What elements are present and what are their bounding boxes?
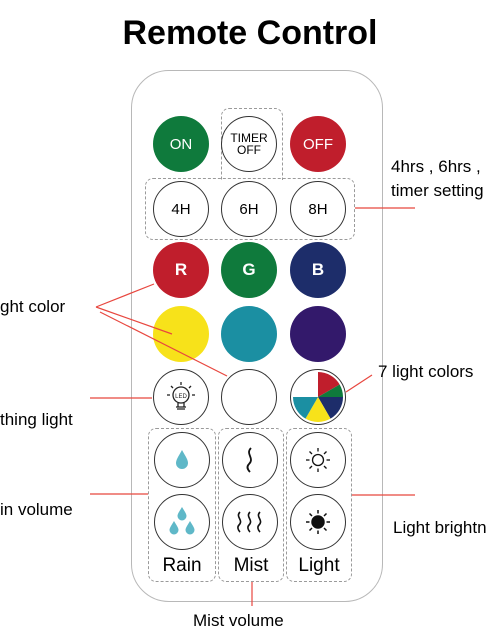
light-high-button[interactable] <box>290 494 346 550</box>
brightness-annotation: Light brightn <box>393 518 487 537</box>
timer-off-label-1: TIMER <box>230 131 268 145</box>
white-color-button[interactable] <box>221 369 277 425</box>
color-wheel-icon <box>293 372 343 422</box>
timer-off-button[interactable]: TIMER OFF <box>221 116 277 172</box>
mist-high-button[interactable] <box>222 494 278 550</box>
sun-outline-icon <box>306 448 330 472</box>
light-group <box>286 428 352 582</box>
rain-high-button[interactable] <box>154 494 210 550</box>
purple-color-button[interactable] <box>290 306 346 362</box>
mist-wave-icon <box>246 447 252 473</box>
light-color-annotation: ght color <box>0 297 66 316</box>
water-drops-icon <box>169 507 195 535</box>
timer-4h-button[interactable]: 4H <box>153 181 209 237</box>
timer-annotation-line1: 4hrs , 6hrs , <box>391 157 481 176</box>
off-button[interactable]: OFF <box>290 116 346 172</box>
mist-waves-icon <box>237 511 262 533</box>
red-color-button[interactable]: R <box>153 242 209 298</box>
timer-group <box>145 178 355 240</box>
timer-6h-button[interactable]: 6H <box>221 181 277 237</box>
on-button[interactable]: ON <box>153 116 209 172</box>
light-low-button[interactable] <box>290 432 346 488</box>
water-drop-icon <box>176 450 188 469</box>
timer-annotation-line2: timer setting <box>391 181 484 200</box>
light-color-pointer-line-2 <box>95 306 173 335</box>
mist-volume-annotation: Mist volume <box>193 611 284 630</box>
rain-group <box>148 428 216 582</box>
mist-label: Mist <box>233 555 269 576</box>
green-color-button[interactable]: G <box>221 242 277 298</box>
light-color-pointer-line-3 <box>99 311 228 377</box>
seven-colors-button[interactable] <box>290 369 346 425</box>
light-label: Light <box>298 555 340 576</box>
led-label: LED <box>175 394 187 400</box>
breathing-light-annotation: thing light <box>0 410 73 429</box>
blue-color-button[interactable]: B <box>290 242 346 298</box>
rain-low-button[interactable] <box>154 432 210 488</box>
rain-volume-annotation: in volume <box>0 500 73 519</box>
light-color-pointer-line-1 <box>95 283 155 308</box>
rain-label: Rain <box>162 555 202 576</box>
timer-off-label-2: OFF <box>237 143 261 157</box>
led-bulb-icon: LED <box>167 382 195 410</box>
mist-low-button[interactable] <box>222 432 278 488</box>
teal-color-button[interactable] <box>221 306 277 362</box>
mist-group <box>218 428 284 582</box>
seven-colors-pointer-line <box>345 374 373 393</box>
sun-filled-icon <box>306 510 330 534</box>
page-title: Remote Control <box>122 14 378 52</box>
breathing-light-button[interactable]: LED <box>153 369 209 425</box>
seven-colors-annotation: 7 light colors <box>378 362 474 381</box>
timer-8h-button[interactable]: 8H <box>290 181 346 237</box>
